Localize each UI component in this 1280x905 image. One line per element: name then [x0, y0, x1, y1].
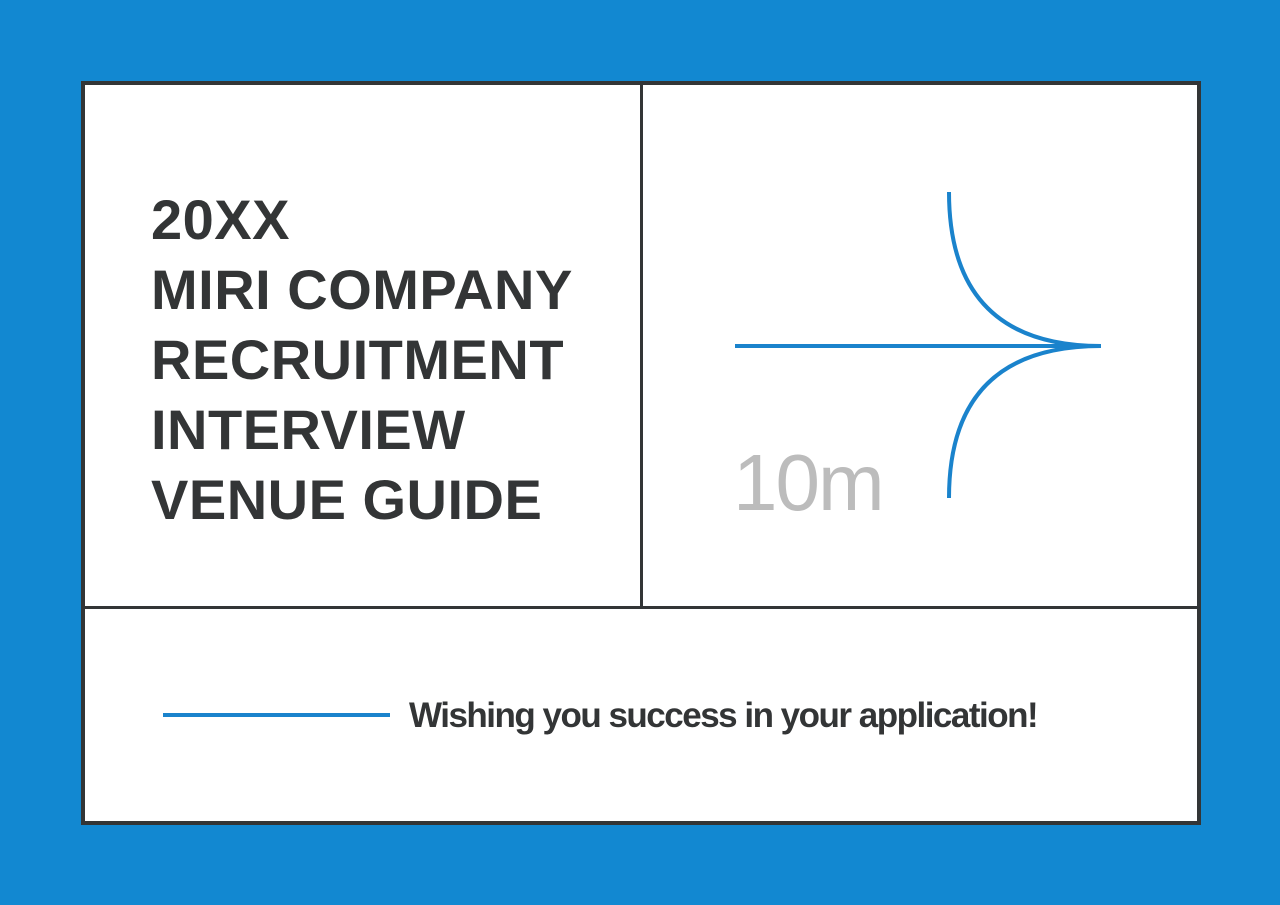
sign-title: 20XX MIRI COMPANY RECRUITMENT INTERVIEW …: [151, 185, 573, 535]
horizontal-divider: [85, 606, 1197, 609]
right-arrow-icon: [735, 191, 1102, 499]
title-line-venue-guide: VENUE GUIDE: [151, 468, 543, 531]
title-line-year: 20XX: [151, 188, 290, 251]
distance-label: 10m: [733, 438, 885, 527]
footer-accent-line: [163, 713, 390, 717]
title-line-interview: INTERVIEW: [151, 398, 466, 461]
title-line-company: MIRI COMPANY: [151, 258, 573, 321]
vertical-divider: [640, 85, 643, 606]
footer-message: Wishing you success in your application!: [409, 696, 1039, 735]
venue-guide-sign: 20XX MIRI COMPANY RECRUITMENT INTERVIEW …: [81, 81, 1201, 825]
title-line-recruitment: RECRUITMENT: [151, 328, 565, 391]
